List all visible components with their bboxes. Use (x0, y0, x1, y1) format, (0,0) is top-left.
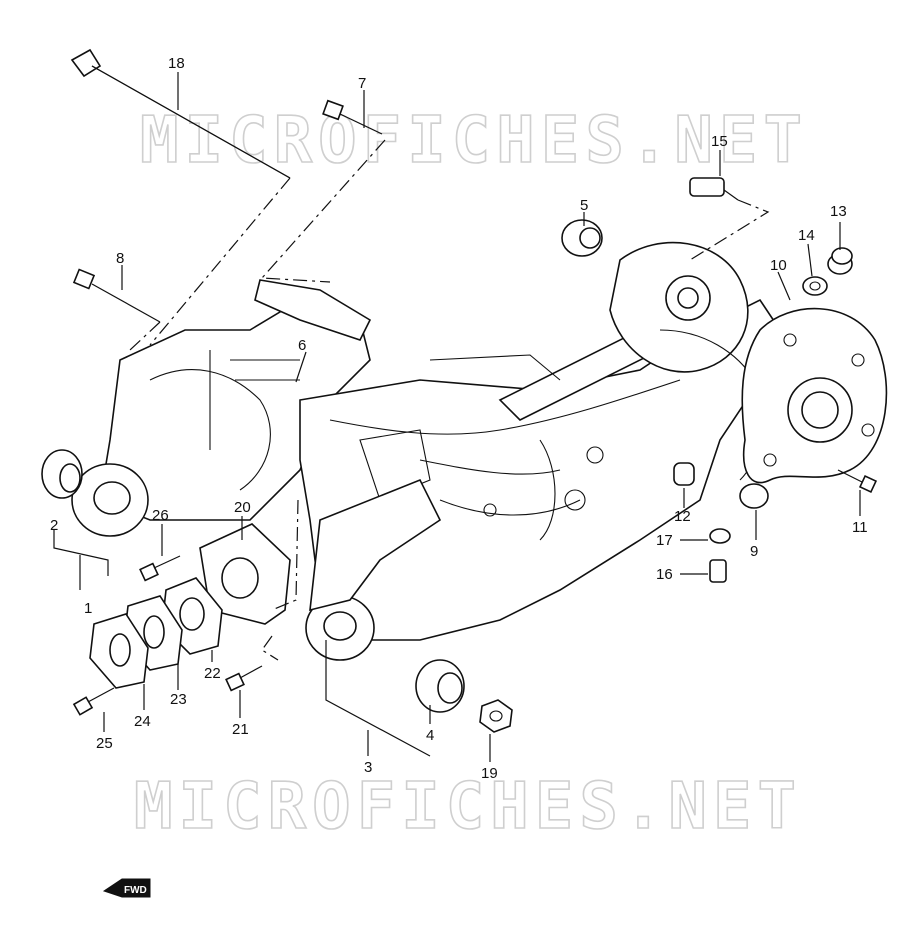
callout-12: 12 (674, 508, 691, 525)
callout-19: 19 (481, 765, 498, 782)
callout-21: 21 (232, 721, 249, 738)
part-26-bolt[interactable] (139, 555, 181, 582)
callout-labels: 1 2 3 4 5 6 7 8 9 10 11 12 13 14 15 16 1… (50, 55, 868, 782)
callout-3: 3 (364, 759, 372, 776)
callout-7: 7 (358, 75, 366, 92)
callout-26: 26 (152, 507, 169, 524)
callout-23: 23 (170, 691, 187, 708)
part-14-washer[interactable] (802, 276, 828, 296)
fwd-arrow-badge: FWD (102, 878, 151, 898)
callout-9: 9 (750, 543, 758, 560)
callout-20: 20 (234, 499, 251, 516)
part-18-long-bolt[interactable] (70, 48, 291, 179)
callout-11: 11 (852, 519, 868, 536)
callout-1: 1 (84, 600, 92, 617)
crankcase-body (71, 241, 781, 661)
callout-5: 5 (580, 197, 588, 214)
part-16-bolt[interactable] (709, 559, 727, 583)
callout-15: 15 (711, 133, 728, 150)
part-4-bush[interactable] (415, 659, 465, 713)
part-8-bolt[interactable] (72, 268, 161, 323)
watermark-top: MICROFICHES.NET (140, 104, 808, 178)
callout-18: 18 (168, 55, 185, 72)
hub-cover (739, 307, 888, 509)
watermark-bottom: MICROFICHES.NET (134, 770, 802, 844)
part-11-bolt[interactable] (837, 469, 878, 494)
callout-10: 10 (770, 257, 787, 274)
part-12-dowel[interactable] (673, 462, 695, 486)
part-21-bolt[interactable] (225, 665, 263, 692)
callout-16: 16 (656, 566, 673, 583)
callout-6: 6 (298, 337, 306, 354)
fwd-label: FWD (124, 885, 147, 896)
part-19-nut[interactable] (479, 699, 513, 733)
leader-lines (53, 72, 861, 762)
callout-14: 14 (798, 227, 815, 244)
part-13-plug[interactable] (827, 247, 853, 275)
callout-24: 24 (134, 713, 151, 730)
callout-4: 4 (426, 727, 434, 744)
part-2-bush[interactable] (41, 449, 83, 499)
part-15-sensor[interactable] (689, 177, 739, 201)
callout-8: 8 (116, 250, 124, 267)
part-25-bolt[interactable] (72, 687, 115, 716)
callout-2: 2 (50, 517, 58, 534)
callout-25: 25 (96, 735, 113, 752)
part-20-intake-pipe[interactable] (199, 523, 291, 625)
part-24-gasket[interactable] (89, 613, 149, 689)
part-17-washer[interactable] (709, 528, 731, 544)
part-7-bolt[interactable] (322, 99, 383, 135)
callout-13: 13 (830, 203, 847, 220)
part-5-bearing[interactable] (561, 219, 603, 257)
callout-17: 17 (656, 532, 673, 549)
callout-22: 22 (204, 665, 221, 682)
